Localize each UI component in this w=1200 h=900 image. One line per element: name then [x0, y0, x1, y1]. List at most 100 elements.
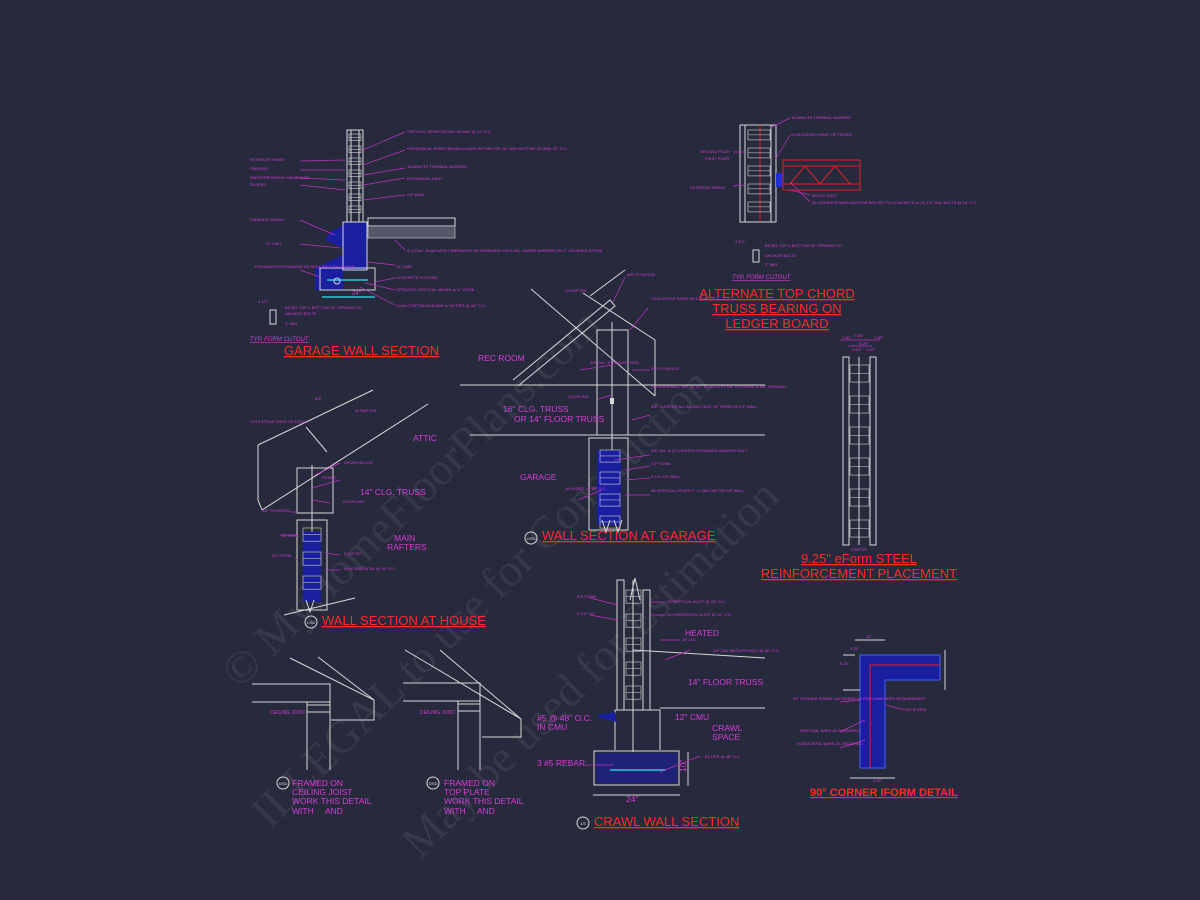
- eform-reinforcement-placement: 9.25" CENTER 9.25" eForm STEEL REINFORCE…: [761, 333, 957, 581]
- annotation-note: 3" MIN.: [285, 321, 298, 326]
- annotation-note: 12": [866, 634, 872, 639]
- space-label: SPACE: [712, 732, 741, 742]
- in-cmu-label: IN CMU: [537, 722, 567, 732]
- corner-iform-detail: 90° CORNER IFORM DETAIL: [810, 639, 958, 799]
- annotation-note: COUPLING: [568, 394, 589, 399]
- annotation-note: #5 VERTICAL STOPS 2" +/- BELOW TOP OF WA…: [651, 488, 745, 493]
- ledger-title-line-2: TRUSS BEARING ON: [712, 301, 841, 316]
- annotation-note: BEVEL TOP & BOTTOM OF OPENING 45°: [285, 305, 363, 310]
- rebar-label: 3 #5 REBAR: [537, 758, 585, 768]
- framed-line-2: CEILING JOIST: [292, 787, 352, 797]
- annotation-note: CS16 STRAP OVER OR EQUAL: [250, 419, 309, 424]
- annotation-note: EXPANSION JOINT: [407, 176, 443, 181]
- floor-truss-label: OR 14" FLOOR TRUSS: [514, 414, 605, 424]
- annotation-note: ICF FORM: [272, 553, 291, 558]
- annotation-note: 5/8": [315, 396, 323, 401]
- framed-on-top-plate-detail: CEILING JOIST FRAMED ON TOP PLATE WORK T…: [403, 649, 524, 816]
- annotation-note: SLOPED: [250, 182, 266, 187]
- framed-on-ceiling-joist-detail: CEILING JOIST FRAMED ON CEILING JOIST WO…: [252, 656, 375, 816]
- garage-wall-section-title: GARAGE WALL SECTION: [284, 343, 439, 358]
- section-ref-number: 4/SD: [279, 781, 288, 786]
- ledger-board-detail: TYP. FORM CUTOUT ALTERNATE TOP CHORD TRU…: [699, 117, 861, 331]
- annotation-note: #5 VERT.: [282, 533, 299, 538]
- crawl-cmu-label: 12" CMU: [675, 712, 709, 722]
- annotation-note: 5/8" PLYWOOD: [651, 366, 679, 371]
- annotation-note: #4 HORIZ. @ 16" O.C.: [566, 486, 607, 491]
- annotation-note: FIRST POUR: [705, 156, 729, 161]
- annotation-note: 90° CORNER REBAR LAP REBAR AS PER EMBEDD…: [793, 696, 926, 701]
- eform-dim: 9.25": [854, 333, 864, 338]
- annotation-note: 2x4 KNEEWALL SET IN 1/2" TO ACCEPT 5/8" …: [651, 384, 788, 389]
- framed-plate-line-1: FRAMED ON: [444, 778, 495, 788]
- annotation-note: 5/8" SLEEPER ALL ALONG FACE OF FORM OF I…: [651, 404, 758, 409]
- crawl-wall-section-title: CRAWL WALL SECTION: [594, 814, 739, 829]
- annotation-note: 15-MINUTE THERMAL BARRIER: [407, 164, 467, 169]
- annotation-note: HORIZONTAL REINFORCING #4 BAR WITHIN TOP…: [407, 146, 568, 151]
- crawl-footing-width: 24": [626, 794, 638, 804]
- framed-line-4: WITH: [292, 806, 314, 816]
- eform-center-label: CENTER: [851, 547, 868, 552]
- annotation-note: 2x BLOCKING (PART OF TRUSS): [791, 132, 853, 137]
- ceiling-truss-label: 16" CLG. TRUSS: [503, 404, 569, 414]
- cmu-rebar-label: #5 @ 48" O.C.: [537, 713, 592, 723]
- footing-width-dim: 24": [352, 291, 361, 297]
- annotation-note: ANCHOR BOLTS: [765, 253, 797, 258]
- annotation-note: 5/8" DIA. THREADED ROD: [590, 360, 639, 365]
- annotation-note: SECOND POUR: [700, 149, 730, 154]
- crawl-label: CRAWL: [712, 723, 743, 733]
- annotation-note: ICF FORM: [577, 594, 596, 599]
- annotation-note: FOUNDATION DRAINAGE AS REQUIRED BY DESIG…: [255, 264, 355, 269]
- garage-label: GARAGE: [520, 472, 557, 482]
- heated-label: HEATED: [685, 628, 719, 638]
- wall-section-at-garage: REC ROOM 16" CLG. TRUSS OR 14" FLOOR TRU…: [460, 269, 765, 545]
- framed-line-3: WORK THIS DETAIL: [292, 796, 372, 806]
- framed-plate-line-4: WITH: [444, 806, 466, 816]
- section-ref-number: 3/SD: [429, 781, 438, 786]
- annotation-note: 14" LVL: [682, 637, 697, 642]
- corner-iform-title: 90° CORNER IFORM DETAIL: [810, 787, 958, 799]
- crawl-floor-truss-label: 14" FLOOR TRUSS: [688, 677, 763, 687]
- annotation-note: #4 HORIZONTAL @ 16" O.C.: [344, 566, 396, 571]
- annotation-note: VERTICAL REINFORCING #5 BAR @ 24" O.C.: [407, 129, 492, 134]
- annotation-note: 2x LEDGER BOARD ANCHOR BOLTED TO CONCRET…: [812, 200, 978, 205]
- annotation-note: 15-MINUTE THERMAL BARRIER: [791, 115, 851, 120]
- ledger-form-cutout-label: TYP. FORM CUTOUT: [732, 275, 792, 281]
- section-ref-number: 2/SD: [527, 536, 536, 541]
- wall-section-at-house-title: WALL SECTION AT HOUSE: [322, 613, 486, 628]
- annotation-note: PARGING: [250, 166, 268, 171]
- annotation-note: CS16 STRAP OVER OR EQUAL: [651, 296, 710, 301]
- annotation-note: #4 HORIZONTAL IN ICF @ 16" O.C.: [667, 612, 732, 617]
- ceiling-joist-label: CEILING JOIST: [270, 710, 306, 716]
- annotation-note: REBAR: [322, 475, 336, 480]
- annotation-note: BEVEL TOP & BOTTOM OF OPENING 45°: [765, 243, 843, 248]
- crawl-wall-section: HEATED 14" FLOOR TRUSS 12" CMU CRAWL SPA…: [537, 577, 766, 830]
- framed-line-5: AND: [325, 806, 343, 816]
- annotation-note: 4.25": [850, 646, 860, 651]
- annotation-note: 5/8" DIA. 8-12" LENGTH THREADED ANCHOR B…: [651, 448, 748, 453]
- eform-dim-label: 2.63": [852, 347, 862, 352]
- wall-section-at-garage-title: WALL SECTION AT GARAGE: [542, 528, 716, 543]
- annotation-note: 90° IFORM: [906, 707, 926, 712]
- annotation-note: ICF FORM: [651, 461, 670, 466]
- annotation-note: 3" MIN.: [765, 262, 778, 267]
- annotation-note: 9.25": [840, 661, 850, 666]
- annotation-note: 4 1/2": [735, 239, 746, 244]
- framed-plate-line-3: WORK THIS DETAIL: [444, 796, 524, 806]
- garage-wall-section: 24" TYP. FORM CUTOUT GARAGE WALL SECTION: [250, 129, 456, 358]
- eform-dim-label: 1.00": [874, 335, 884, 340]
- eform-dim-label: 2.63": [866, 347, 876, 352]
- form-cutout-label: TYP. FORM CUTOUT: [250, 337, 310, 343]
- framed-plate-line-2: TOP PLATE: [444, 787, 490, 797]
- annotation-note: #5 VERTICAL IN ICF @ 24" O.C.: [667, 599, 726, 604]
- framed-plate-line-5: AND: [477, 806, 495, 816]
- annotation-note: 1/2" DIA. ANCHOR BOLT @ 48" O.C.: [713, 648, 780, 653]
- annotation-note: 9 1/4" ICF: [344, 551, 362, 556]
- annotation-note: COUPLING: [343, 499, 364, 504]
- wall-section-at-house: ATTIC 14" CLG. TRUSS MAIN RAFTERS WALL S…: [257, 389, 486, 629]
- annotation-note: ICF WALL: [407, 192, 426, 197]
- crawl-footing-depth: 10": [678, 760, 688, 772]
- rec-room-label: REC ROOM: [478, 353, 525, 363]
- annotation-note: 12" CMU: [396, 264, 412, 269]
- main-label: MAIN: [394, 533, 415, 543]
